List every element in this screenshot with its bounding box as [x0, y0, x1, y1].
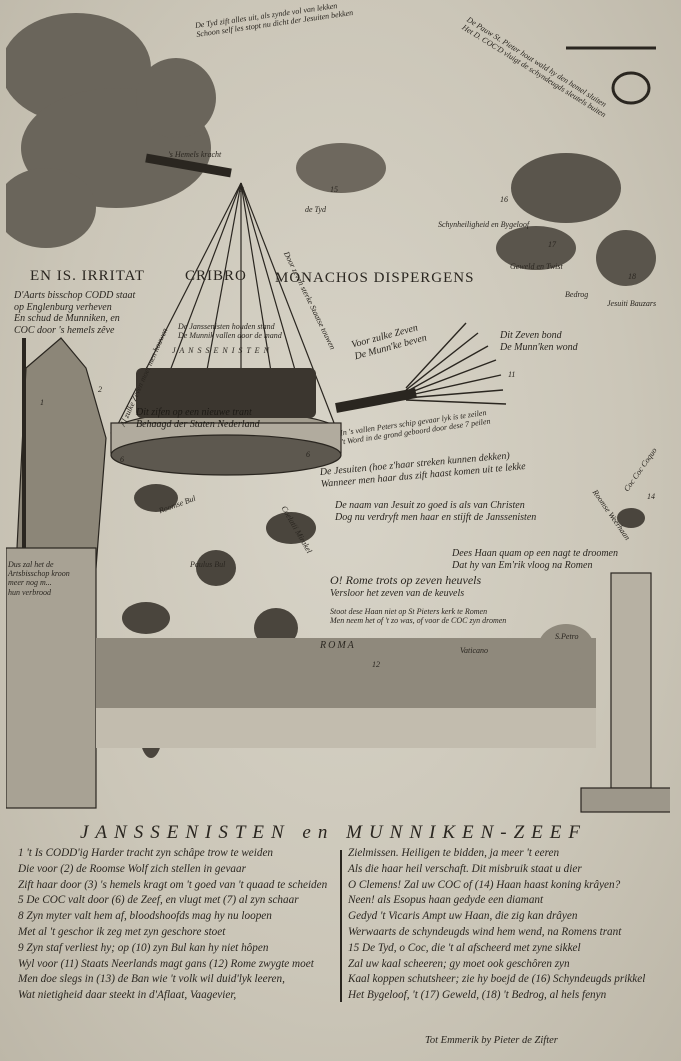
print-title: JANSSENISTEN en MUNNIKEN-ZEEF	[80, 822, 587, 843]
naam-caption: De naam van Jesuit zo goed is als van Ch…	[335, 500, 536, 523]
verse-line: Neen! als Esopus haan gedyde een diamant	[348, 894, 544, 907]
motto-part: EN IS. IRRITAT	[30, 268, 145, 284]
caption-line: De Janssenisten houden stand	[178, 322, 275, 331]
engraving-illustration	[6, 13, 670, 813]
tower-steps	[580, 787, 670, 813]
caption-line: Dus zal het de	[8, 560, 54, 569]
verse-line: Zielmissen. Heiligen te bidden, ja meer …	[348, 847, 560, 859]
column-divider	[340, 850, 342, 1002]
verse-line: Met al 't geschor ik zeg met zyn geschor…	[18, 925, 226, 938]
verse-line: Die voor (2) de Roomse Wolf zich stellen…	[18, 862, 246, 875]
vice-figures	[496, 153, 656, 286]
vaticano-label: Vaticano	[460, 646, 488, 655]
sieve-band-text: Dit zifen op een nieuwe trant Behaagd de…	[136, 407, 260, 430]
verse-line: 15 De Tyd, o Coc, die 't al afscheerd me…	[348, 941, 581, 954]
figure-number: 18	[628, 272, 636, 281]
s-petro-label: S.Petro	[555, 632, 579, 641]
verse-line: Werwaarts de schyndeugds wind hem wend, …	[348, 925, 622, 938]
left-tower-caption: Dus zal het de Artsbisschop kroon meer n…	[8, 560, 70, 597]
caption-line: Men neem het of 't zo was, of voor de CO…	[330, 616, 507, 626]
caption-line: D'Aarts bisschop CODD staat	[14, 290, 136, 301]
vice-label: Schynheiligheid en Bygeloof	[438, 220, 530, 229]
caption-line: Dees Haan quam op een nagt te droomen	[452, 548, 618, 559]
caption-line: meer nog m...	[8, 578, 52, 588]
weathercock	[617, 508, 645, 528]
figure-number: 2	[98, 385, 102, 394]
caption-line: Dit Zeven bond	[500, 330, 562, 341]
jansenisten-label: J A N S S E N I S T E N	[172, 346, 270, 355]
figure-number: 3	[240, 185, 244, 194]
caption-line: op Englenburg verheven	[14, 301, 112, 313]
arrows-right-caption: Dit Zeven bond De Munn'ken wond	[500, 330, 578, 353]
verse-line: Zal uw kaal scheeren; gy moet ook geschô…	[348, 957, 570, 970]
caption-line: Stoot dese Haan niet op St Pieters kerk …	[330, 607, 488, 616]
verse-line: Het Bygeloof, 't (17) Geweld, (18) 't Be…	[348, 989, 607, 1002]
roma-label: ROMA	[320, 640, 356, 651]
verses-left: 1 't Is CODD'ig Harder tracht zyn schâpe…	[18, 846, 327, 1004]
caption-line: Behaagd der Staten Nederland	[136, 418, 260, 430]
figure-number: 6	[306, 450, 310, 459]
figure-number: 15	[330, 185, 338, 194]
haan-caption: Dees Haan quam op een nagt te droomen Da…	[452, 548, 618, 571]
vice-label: Bedrog	[565, 290, 589, 299]
caption-line: Artsbisschop kroon	[8, 569, 70, 579]
verse-line: 8 Zyn myter valt hem af, bloodshoofds ma…	[18, 910, 272, 923]
caption-line: O! Rome trots op zeven heuvels	[330, 573, 482, 587]
publisher-imprint: Tot Emmerik by Pieter de Zifter	[425, 1035, 558, 1046]
heavenly-arm	[145, 153, 232, 178]
sieve	[110, 410, 342, 476]
caption-line: De Munnik vallen door de mand	[178, 331, 282, 341]
verse-line: 5 De COC valt door (6) de Zeef, en vlugt…	[18, 894, 299, 907]
verse-line: 9 Zyn staf verliest hy; op (10) zyn Bul …	[18, 941, 269, 954]
verse-line: Men doe slegs in (13) de Ban wie 't volk…	[18, 973, 285, 986]
papal-keys	[566, 46, 656, 105]
vice-label: Jesuiti Bauzars	[607, 299, 657, 308]
time-figure	[296, 143, 386, 193]
verse-line: Kaal koppen schutsheer; zie hy boejd de …	[348, 973, 646, 986]
archbishop-caption: D'Aarts bisschop CODD staat op Englenbur…	[14, 290, 135, 336]
figure-number: 1	[40, 398, 44, 407]
verses-right: Zielmissen. Heiligen te bidden, ja meer …	[348, 846, 645, 1004]
seven-arrows	[335, 322, 507, 413]
figure-number: 11	[508, 370, 516, 379]
verse-line: Als die haar heil verschaft. Dit misbrui…	[348, 862, 582, 875]
verse-line: Wat nietigheid daar steekt in d'Aflaat, …	[18, 989, 237, 1002]
left-tower	[6, 547, 97, 809]
falling-label: Paulus Bul	[190, 560, 226, 569]
caption-line: En schud de Munniken, en	[14, 313, 120, 324]
rome-hills-caption: O! Rome trots op zeven heuvels Versloor …	[330, 573, 482, 599]
figure-number: 17	[548, 240, 556, 249]
vice-label: Geweld en Twist	[510, 262, 563, 271]
right-tower	[610, 572, 652, 789]
jansenist-crowd	[136, 368, 316, 418]
archbishop-figure	[15, 337, 107, 569]
caption-line: De naam van Jesuit zo goed is als van Ch…	[335, 500, 525, 511]
caption-line: Dit zifen op een nieuwe trant	[136, 407, 252, 418]
figure-number: 12	[372, 660, 380, 669]
motto-part: MONACHOS DISPERGENS	[275, 270, 475, 286]
caption-line: Dog nu verdryft men haar en stijft de Ja…	[335, 511, 537, 523]
motto-part: CRIBRO	[185, 268, 247, 284]
caption-line: De Munn'ken wond	[500, 341, 578, 353]
figure-number: 14	[647, 492, 655, 501]
rome-cityscape	[96, 624, 596, 708]
figure-number: 6	[120, 455, 124, 464]
caption-line: hun verbrood	[8, 587, 52, 597]
de-tyd-label: de Tyd	[305, 205, 326, 214]
verse-line: Zift haar door (3) 's hemels kragt om 't…	[18, 878, 328, 891]
caption-line: COC door 's hemels zêve	[14, 324, 115, 336]
hemels-kracht-label: 's Hemels kracht	[168, 150, 222, 159]
storm-clouds	[6, 13, 216, 248]
verse-line: Wyl voor (11) Staats Neerlands magt gans…	[18, 957, 314, 970]
river	[96, 708, 596, 748]
caption-line: Versloor het zeven van de keuvels	[330, 587, 465, 599]
caption-line: Dat hy van Em'rik vloog na Romen	[452, 559, 593, 571]
verse-line: 1 't Is CODD'ig Harder tracht zyn schâpe…	[18, 847, 274, 859]
verse-line: Gedyd 't Vicaris Ampt uw Haan, die zig k…	[348, 910, 578, 923]
verse-line: O Clemens! Zal uw COC of (14) Haan haast…	[348, 878, 621, 891]
figure-number: 16	[500, 195, 508, 204]
jansenists-caption: De Janssenisten houden stand De Munnik v…	[178, 322, 282, 340]
stoot-caption: Stoot dese Haan niet op St Pieters kerk …	[330, 607, 506, 625]
